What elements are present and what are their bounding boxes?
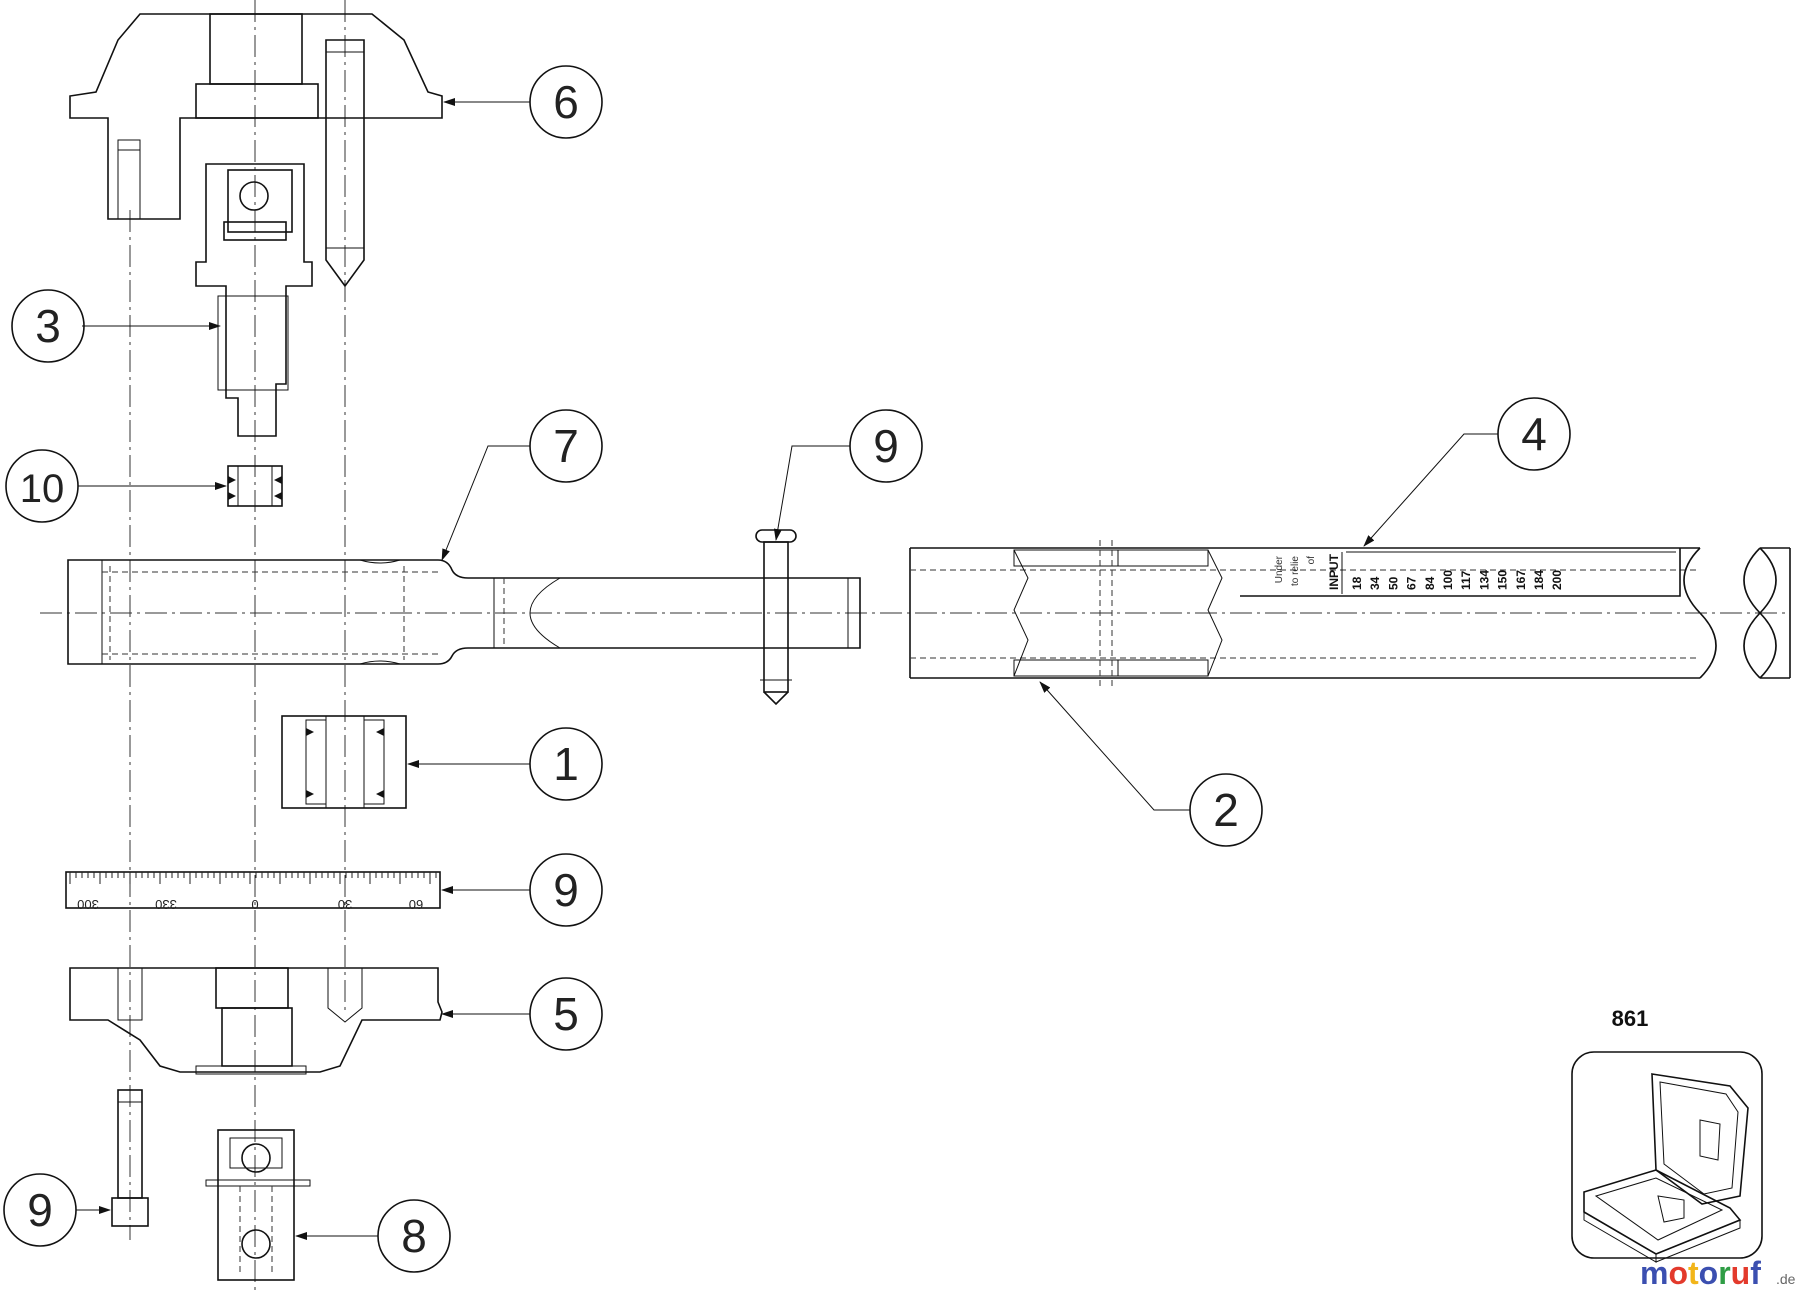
- input-note-line-2: to relie: [1290, 556, 1301, 586]
- callout-4: 4: [1497, 397, 1571, 471]
- callout-7: 7: [529, 409, 603, 483]
- part-6-knob: [69, 13, 443, 220]
- brand-letter: m: [1640, 1255, 1668, 1291]
- callout-8: 8: [377, 1199, 451, 1273]
- kit-inset: 861: [1571, 1006, 1763, 1263]
- callout-6-label: 6: [553, 76, 579, 128]
- callouts: 6 3 7 9 4 10 1 2: [3, 65, 1571, 1273]
- callout-9-screw-label: 9: [27, 1184, 53, 1236]
- callout-9-pin-label: 9: [873, 420, 899, 472]
- brand-letter: o: [1699, 1255, 1719, 1291]
- brand-tld: .de: [1776, 1271, 1796, 1287]
- part-5-base: [69, 967, 443, 1075]
- callout-10-label: 10: [20, 467, 65, 511]
- callout-4-label: 4: [1521, 408, 1547, 460]
- watermark: motoruf .de: [1640, 1255, 1796, 1291]
- input-value: 67: [1405, 576, 1419, 590]
- scale-label-30: 30: [338, 897, 352, 912]
- scale-label-330: 330: [155, 897, 177, 912]
- callout-1-label: 1: [553, 738, 579, 790]
- callout-8-label: 8: [401, 1210, 427, 1262]
- input-value: 18: [1350, 576, 1364, 590]
- callout-2: 2: [1189, 773, 1263, 847]
- scale-ticks: [69, 872, 437, 884]
- callout-6: 6: [529, 65, 603, 139]
- callout-2-label: 2: [1213, 784, 1239, 836]
- part-1-sleeve: [281, 715, 407, 809]
- input-value: 134: [1477, 570, 1491, 590]
- brand-letter: o: [1668, 1255, 1688, 1291]
- callout-10: 10: [5, 449, 79, 523]
- input-value: 200: [1550, 570, 1564, 590]
- callout-9-scale: 9: [529, 853, 603, 927]
- callout-5: 5: [529, 977, 603, 1051]
- callout-3-label: 3: [35, 300, 61, 352]
- input-value: 117: [1459, 570, 1473, 590]
- scale-label-60: 60: [409, 897, 423, 912]
- input-value: 150: [1496, 570, 1510, 590]
- brand-letter: u: [1731, 1255, 1751, 1291]
- input-value: 167: [1514, 570, 1528, 590]
- part-3-adapter: [195, 163, 313, 437]
- part-9-pin: [755, 529, 797, 706]
- callout-5-label: 5: [553, 988, 579, 1040]
- callout-7-label: 7: [553, 420, 579, 472]
- callout-9-scale-label: 9: [553, 864, 579, 916]
- part-7-head: [67, 559, 861, 665]
- input-note-line-3: of: [1306, 556, 1317, 565]
- center-lines: [40, 0, 1790, 1290]
- brand-logo: motoruf: [1640, 1255, 1761, 1291]
- input-value: 34: [1368, 576, 1382, 590]
- input-note-line-1: Under: [1274, 555, 1285, 583]
- scale-label-300: 300: [77, 897, 99, 912]
- callout-1: 1: [529, 727, 603, 801]
- callout-9-screw: 9: [3, 1173, 77, 1247]
- leader-lines: [76, 98, 1498, 1240]
- dowel-pin: [325, 39, 365, 288]
- part-8-drive: [205, 1129, 311, 1281]
- callout-9-pin: 9: [849, 409, 923, 483]
- brand-letter: t: [1688, 1255, 1699, 1291]
- kit-label: 861: [1612, 1006, 1649, 1031]
- part-10-bush: [227, 465, 283, 507]
- input-value: 100: [1441, 570, 1455, 590]
- input-value: 50: [1386, 576, 1400, 590]
- input-values: 18 34 50 67 84 100 117 134 150 167 184 200: [1350, 570, 1564, 590]
- scale-label-0: 0: [251, 897, 258, 912]
- input-value: 184: [1532, 570, 1546, 590]
- callout-3: 3: [11, 289, 85, 363]
- input-value: 84: [1423, 576, 1437, 590]
- part-2-tube: [909, 540, 1791, 686]
- brand-letter: r: [1718, 1255, 1730, 1291]
- part-9-screw: [111, 1089, 149, 1227]
- part-9-scale-ring: 300 330 0 30 60: [65, 871, 441, 912]
- input-header: INPUT: [1327, 553, 1341, 590]
- brand-letter: f: [1750, 1255, 1761, 1291]
- input-table: Under to relie of INPUT 18 34 50 67 84 100 117…: [1274, 552, 1564, 594]
- case-icon: [1583, 1073, 1749, 1263]
